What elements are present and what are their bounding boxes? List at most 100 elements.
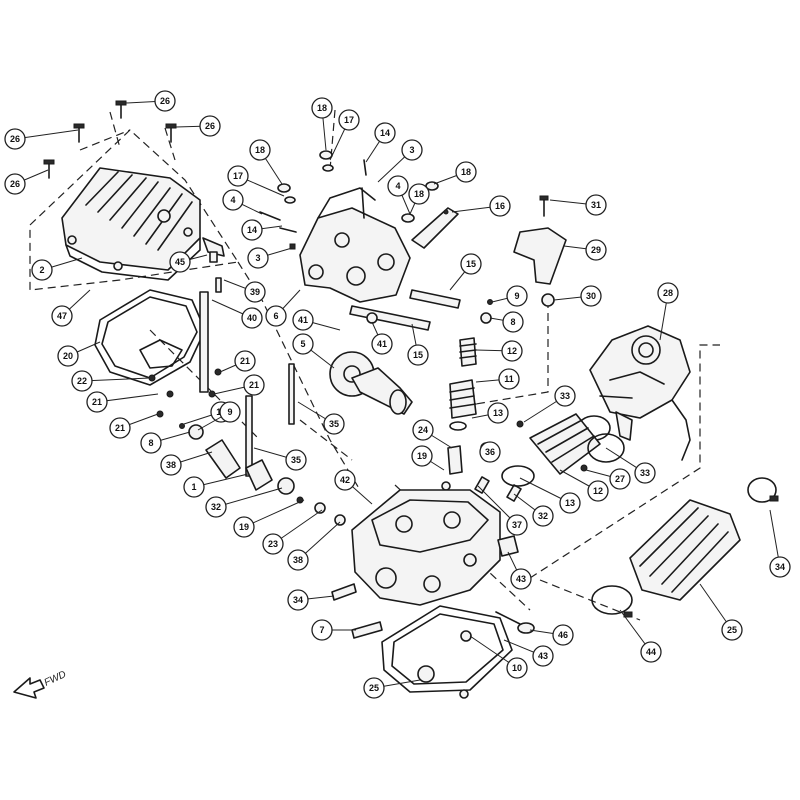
callout-circle [241,219,263,241]
callout-number: 4 [395,181,400,191]
callout-27: 27 [585,468,631,490]
cylinder-head [351,489,501,606]
callout-number: 17 [233,171,243,181]
callout-number: 21 [249,380,259,390]
callout-circle [580,285,602,307]
air-intake-duct [591,477,779,618]
callout-circle [199,115,221,137]
callout-circle [287,589,309,611]
callout-circle [552,624,574,646]
callout-32: 32 [513,493,554,527]
forward-label: FWD [43,669,68,689]
callout-circle [460,253,482,275]
callout-circle [265,305,287,327]
callout-13: 13 [471,402,509,424]
callout-number: 2 [39,265,44,275]
callout-circle [559,492,581,514]
callout-number: 38 [293,555,303,565]
callout-circle [411,445,433,467]
callout-number: 43 [538,651,548,661]
callout-number: 38 [166,460,176,470]
valve-cover [61,167,201,281]
callout-number: 47 [57,311,67,321]
callout-circle [334,469,356,491]
callout-number: 9 [514,291,519,301]
callout-43: 43 [507,551,532,590]
callout-17: 17 [227,165,285,197]
callout-25: 25 [699,583,743,641]
callout-number: 13 [565,498,575,508]
callout-circle [554,385,576,407]
callout-21: 21 [213,374,265,396]
callout-25: 25 [363,677,421,699]
callout-circle [769,556,791,578]
callout-38: 38 [160,451,213,476]
long-studs [199,277,295,477]
callout-1: 1 [183,473,249,498]
callout-28: 28 [657,282,679,341]
callout-21: 21 [219,350,256,373]
callout-number: 9 [227,407,232,417]
callout-13: 13 [519,477,581,514]
head-studs [331,535,519,639]
callout-number: 46 [558,630,568,640]
callout-circle [609,468,631,490]
callout-number: 24 [418,425,428,435]
callout-36: 36 [479,441,501,463]
callout-4: 4 [222,189,263,215]
callout-number: 7 [319,625,324,635]
callout-number: 26 [10,179,20,189]
water-outlet [480,195,567,324]
callout-number: 5 [300,339,305,349]
forward-arrow: FWD [13,669,68,699]
callout-circle [363,677,385,699]
callout-number: 18 [317,103,327,113]
callout-circle [244,281,266,303]
callout-circle [51,305,73,327]
intake-boot [501,413,625,487]
callout-number: 17 [344,115,354,125]
callout-21: 21 [86,391,159,413]
callout-number: 19 [417,451,427,461]
callout-37: 37 [477,485,528,536]
callout-circle [31,259,53,281]
callout-number: 18 [414,189,424,199]
callout-circle [506,285,528,307]
callout-number: 33 [640,468,650,478]
callout-number: 18 [255,145,265,155]
callout-number: 44 [646,647,656,657]
callout-circle [371,333,393,355]
callout-number: 26 [205,121,215,131]
callout-circle [4,173,26,195]
callout-circle [407,344,429,366]
callout-number: 41 [298,315,308,325]
callout-number: 8 [148,438,153,448]
callout-circle [487,402,509,424]
camshaft-holder [299,187,411,303]
callout-24: 24 [412,419,453,449]
callout-circle [532,645,554,667]
callout-5: 5 [292,333,335,369]
callout-number: 37 [512,520,522,530]
callout-circle [292,333,314,355]
callout-number: 32 [211,502,221,512]
callout-circle [57,345,79,367]
callout-circle [634,462,656,484]
callout-46: 46 [529,624,574,646]
callout-22: 22 [71,370,151,392]
callout-circle [160,454,182,476]
callout-circle [222,189,244,211]
callout-26: 26 [125,90,176,112]
callout-10: 10 [469,635,528,679]
callout-33: 33 [605,447,656,484]
callout-number: 19 [239,522,249,532]
head-gasket [381,605,535,699]
callout-18: 18 [408,183,430,215]
callout-4: 4 [387,175,411,215]
callout-21: 21 [109,413,159,439]
callout-circle [86,391,108,413]
holder-fasteners [259,150,439,250]
callout-15: 15 [407,323,429,366]
